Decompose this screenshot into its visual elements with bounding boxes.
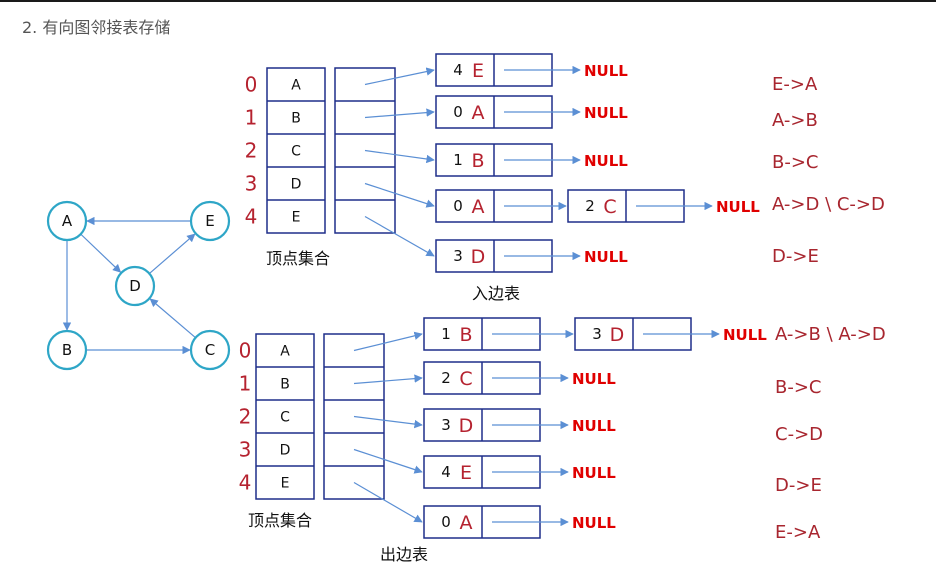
vertex-index: 1 (239, 372, 252, 396)
vertex-index: 2 (239, 405, 252, 429)
vertex-index: 1 (245, 106, 258, 130)
head-pointer-arrow (364, 67, 435, 86)
edge-node-letter: C (459, 368, 472, 390)
null-label: NULL (572, 514, 616, 532)
head-pointer-arrow (353, 448, 423, 474)
graph-edge-D-E (148, 233, 196, 275)
graph-node-label-D: D (129, 277, 141, 295)
graph-node-B (46, 329, 88, 371)
vertex-cell: D (291, 177, 302, 193)
null-label: NULL (716, 198, 760, 216)
edge-node-index: 2 (585, 197, 595, 215)
directed-graph: A E D B C (46, 200, 231, 371)
vertex-cell: E (292, 210, 301, 226)
head-pointer-arrow (353, 481, 423, 523)
edge-note: B->C (772, 152, 819, 173)
graph-node-label-C: C (205, 341, 215, 359)
head-pointer-arrow (353, 331, 423, 352)
edge-node-index: 3 (441, 416, 451, 434)
edge-node-letter: A (472, 102, 485, 124)
vertex-index: 4 (239, 471, 252, 495)
graph-node-label-B: B (62, 341, 72, 359)
vertex-cell: C (291, 144, 301, 160)
vertex-index: 0 (239, 339, 252, 363)
null-label: NULL (584, 248, 628, 266)
vertex-column (255, 333, 315, 500)
edge-node-letter: D (459, 415, 474, 437)
edge-note: B->C (775, 377, 822, 398)
edge-node-letter: A (460, 512, 473, 534)
edge-node-index: 0 (453, 197, 463, 215)
edge-node-index: 4 (453, 61, 463, 79)
edge-note: D->E (775, 475, 822, 496)
graph-node-C (189, 329, 231, 371)
edge-list-caption: 出边表 (380, 545, 428, 564)
edge-node-index: 1 (441, 325, 451, 343)
head-pointer-arrow (364, 215, 435, 257)
null-label: NULL (572, 417, 616, 435)
vertex-cell: D (280, 443, 291, 459)
null-label: NULL (572, 370, 616, 388)
top-border (0, 0, 936, 2)
graph-node-E (189, 200, 231, 242)
edge-node-index: 1 (453, 151, 463, 169)
edge-node-index: 3 (592, 325, 602, 343)
graph-node-D (114, 265, 156, 307)
null-label: NULL (572, 464, 616, 482)
graph-edge-C-D (149, 298, 196, 339)
vertex-cell: B (280, 377, 290, 393)
graph-node-label-A: A (62, 212, 73, 230)
graph-edge-A-D (80, 233, 122, 273)
vertex-cell: A (291, 78, 301, 94)
vertex-index: 4 (245, 205, 258, 229)
edge-note: A->D \ C->D (772, 194, 885, 215)
edge-node-index: 0 (453, 103, 463, 121)
page-heading: 2. 有向图邻接表存储 (22, 18, 171, 37)
vertex-set-caption: 顶点集合 (248, 511, 312, 530)
null-label: NULL (584, 152, 628, 170)
graph-node-A (46, 200, 88, 242)
vertex-cell: C (280, 410, 290, 426)
vertex-cell: B (291, 111, 301, 127)
edge-note: D->E (772, 246, 819, 267)
vertex-index: 0 (245, 73, 258, 97)
vertex-index: 2 (245, 139, 258, 163)
null-label: NULL (584, 62, 628, 80)
edge-node-letter: E (460, 462, 472, 484)
edge-node-index: 3 (453, 247, 463, 265)
edge-node-letter: B (471, 150, 484, 172)
edge-node-letter: D (610, 324, 625, 346)
edge-note: E->A (772, 74, 818, 95)
edge-note: E->A (775, 522, 821, 543)
vertex-index: 3 (245, 172, 258, 196)
edge-note: C->D (775, 424, 823, 445)
edge-node-letter: E (472, 60, 484, 82)
head-pointer-arrow (364, 149, 435, 164)
graph-node-label-E: E (205, 212, 214, 230)
vertex-set-caption: 顶点集合 (266, 249, 330, 268)
head-pointer-arrow (353, 374, 423, 385)
edge-node-letter: A (472, 196, 485, 218)
head-pointer-arrow (353, 415, 423, 429)
vertex-column (266, 67, 326, 234)
edge-node-index: 0 (441, 513, 451, 531)
edge-note: A->B (772, 110, 818, 131)
edge-list-caption: 入边表 (472, 284, 520, 303)
vertex-cell: A (280, 344, 290, 360)
head-pointer-arrow (364, 108, 435, 119)
edge-node-letter: C (603, 196, 616, 218)
edge-node-index: 2 (441, 369, 451, 387)
vertex-index: 3 (239, 438, 252, 462)
vertex-cell: E (281, 476, 290, 492)
edge-node-index: 4 (441, 463, 451, 481)
null-label: NULL (723, 326, 767, 344)
edge-node-letter: B (459, 324, 472, 346)
edge-node-letter: D (471, 246, 486, 268)
edge-note: A->B \ A->D (775, 324, 886, 345)
head-pointer-arrow (364, 182, 435, 208)
null-label: NULL (584, 104, 628, 122)
